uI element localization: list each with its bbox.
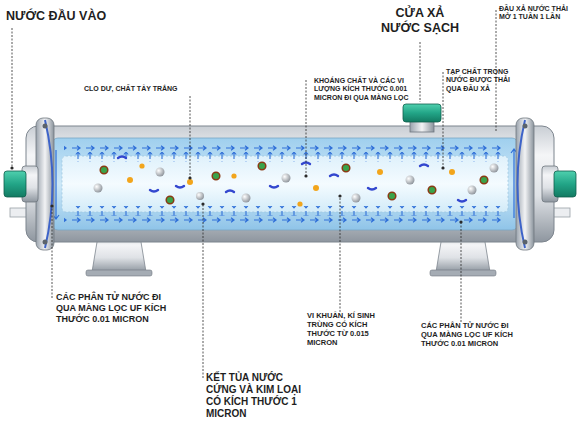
orange-particle bbox=[139, 163, 144, 168]
flange-clamp bbox=[523, 240, 528, 245]
callout-label: CÁC PHÂN TỬ NƯỚC ĐI QUA MÀNG LỌC UF KÍCH… bbox=[421, 321, 525, 348]
clean-outlet bbox=[403, 104, 441, 122]
orange-particle bbox=[449, 169, 455, 175]
leader-dot bbox=[10, 166, 462, 223]
gray-particle bbox=[352, 194, 361, 203]
green-particle bbox=[480, 176, 488, 184]
green-particle bbox=[258, 162, 266, 170]
callout-label: CLO DƯ, CHẤT TẨY TRẮNG bbox=[84, 85, 214, 93]
blue-dash-particle bbox=[118, 157, 466, 202]
support-leg bbox=[430, 270, 496, 276]
green-particle bbox=[342, 164, 350, 172]
leader-dot bbox=[338, 194, 341, 197]
clean-outlet bbox=[403, 104, 441, 132]
gray-particle bbox=[242, 194, 251, 203]
callout-label: CÁC PHÂN TỬ NƯỚC ĐI QUA MÀNG LỌC UF KÍCH… bbox=[56, 292, 172, 324]
blue-dash-particle bbox=[330, 175, 338, 177]
housing bbox=[26, 126, 554, 242]
leader-line bbox=[306, 80, 307, 176]
blue-dash-particle bbox=[176, 186, 184, 188]
orange-particle bbox=[377, 169, 383, 175]
flange-clamp bbox=[36, 118, 534, 250]
flow-arrows bbox=[64, 144, 504, 152]
gray-particle bbox=[196, 192, 204, 200]
gray-particle bbox=[156, 168, 165, 177]
leader-dot bbox=[10, 166, 13, 169]
drain-connector bbox=[542, 166, 576, 202]
callout-label: TẠP CHẤT TRONG NƯỚC ĐƯỢC THẢI QUA ĐẦU XẢ bbox=[446, 68, 524, 93]
blue-dash-particle bbox=[420, 165, 428, 167]
leader-line bbox=[12, 28, 13, 168]
green-particle bbox=[388, 192, 396, 200]
green-particle bbox=[212, 172, 220, 180]
gray-particle bbox=[468, 186, 477, 195]
leader-dot bbox=[50, 204, 53, 207]
orange-particle bbox=[127, 163, 455, 206]
blue-dash-particle bbox=[270, 186, 278, 188]
flow-arrows bbox=[64, 216, 504, 224]
callout-label: ĐẦU XẢ NƯỚC THẢI MỞ 1 TUẦN 1 LẦN bbox=[499, 5, 573, 22]
callout-label: NƯỚC ĐẦU VÀO bbox=[6, 9, 146, 24]
inlet-connector bbox=[4, 166, 38, 202]
drain-connector bbox=[554, 171, 576, 197]
leader-line bbox=[340, 196, 341, 312]
leader-line bbox=[420, 42, 421, 102]
green-particle bbox=[166, 196, 174, 204]
blue-dash-particle bbox=[368, 188, 376, 190]
housing bbox=[62, 156, 508, 212]
support-leg bbox=[86, 270, 152, 276]
callout-label: CỬA XẢ NƯỚC SẠCH bbox=[379, 6, 461, 36]
flange-clamp bbox=[36, 118, 54, 250]
gray-particle bbox=[490, 164, 499, 173]
gray-particle bbox=[282, 174, 291, 183]
flow-arrows bbox=[70, 152, 502, 162]
gray-particle bbox=[94, 164, 499, 203]
flange-clamp bbox=[516, 118, 534, 250]
blue-dash-particle bbox=[302, 163, 310, 165]
gray-particle bbox=[94, 184, 103, 193]
leader-dot bbox=[201, 202, 204, 205]
callout-label: KHOÁNG CHẤT VÀ CÁC VI LƯỢNG KÍCH THƯỚC 0… bbox=[314, 77, 418, 102]
leader-line bbox=[52, 206, 53, 298]
blue-dash-particle bbox=[118, 157, 126, 159]
leader-dot bbox=[304, 174, 307, 177]
orange-particle bbox=[297, 201, 302, 206]
leader-line bbox=[443, 72, 444, 168]
gray-particle bbox=[406, 176, 415, 185]
flow-arrows bbox=[70, 206, 502, 216]
leader-line bbox=[203, 204, 204, 378]
flange-clamp bbox=[523, 124, 528, 129]
flow-arrows bbox=[53, 144, 517, 224]
flange-clamp bbox=[518, 120, 526, 248]
orange-particle bbox=[313, 185, 319, 191]
leader-line bbox=[461, 222, 462, 322]
orange-particle bbox=[127, 177, 133, 183]
green-particle bbox=[428, 186, 436, 194]
flange-clamp bbox=[45, 120, 53, 248]
flange-clamp bbox=[43, 240, 48, 245]
housing bbox=[26, 126, 554, 242]
orange-particle bbox=[187, 179, 193, 185]
blue-dash-particle bbox=[226, 191, 234, 193]
housing bbox=[52, 138, 518, 230]
green-particle bbox=[100, 166, 108, 174]
blue-dash-particle bbox=[458, 200, 466, 202]
leader-dot bbox=[459, 220, 462, 223]
leader-line bbox=[190, 96, 191, 178]
inlet-connector bbox=[4, 171, 26, 197]
leader-dot bbox=[441, 166, 444, 169]
callout-label: KẾT TỦA NƯỚC CỨNG VÀ KIM LOẠI CÓ KÍCH TH… bbox=[206, 372, 306, 420]
orange-particle bbox=[231, 173, 236, 178]
green-particle bbox=[100, 162, 488, 204]
blue-dash-particle bbox=[150, 190, 158, 192]
leader-dot bbox=[188, 176, 191, 179]
callout-label: VI KHUẨN, KÍ SINH TRÙNG CÓ KÍCH THƯỚC TỪ… bbox=[307, 311, 397, 347]
flange-clamp bbox=[43, 124, 48, 129]
